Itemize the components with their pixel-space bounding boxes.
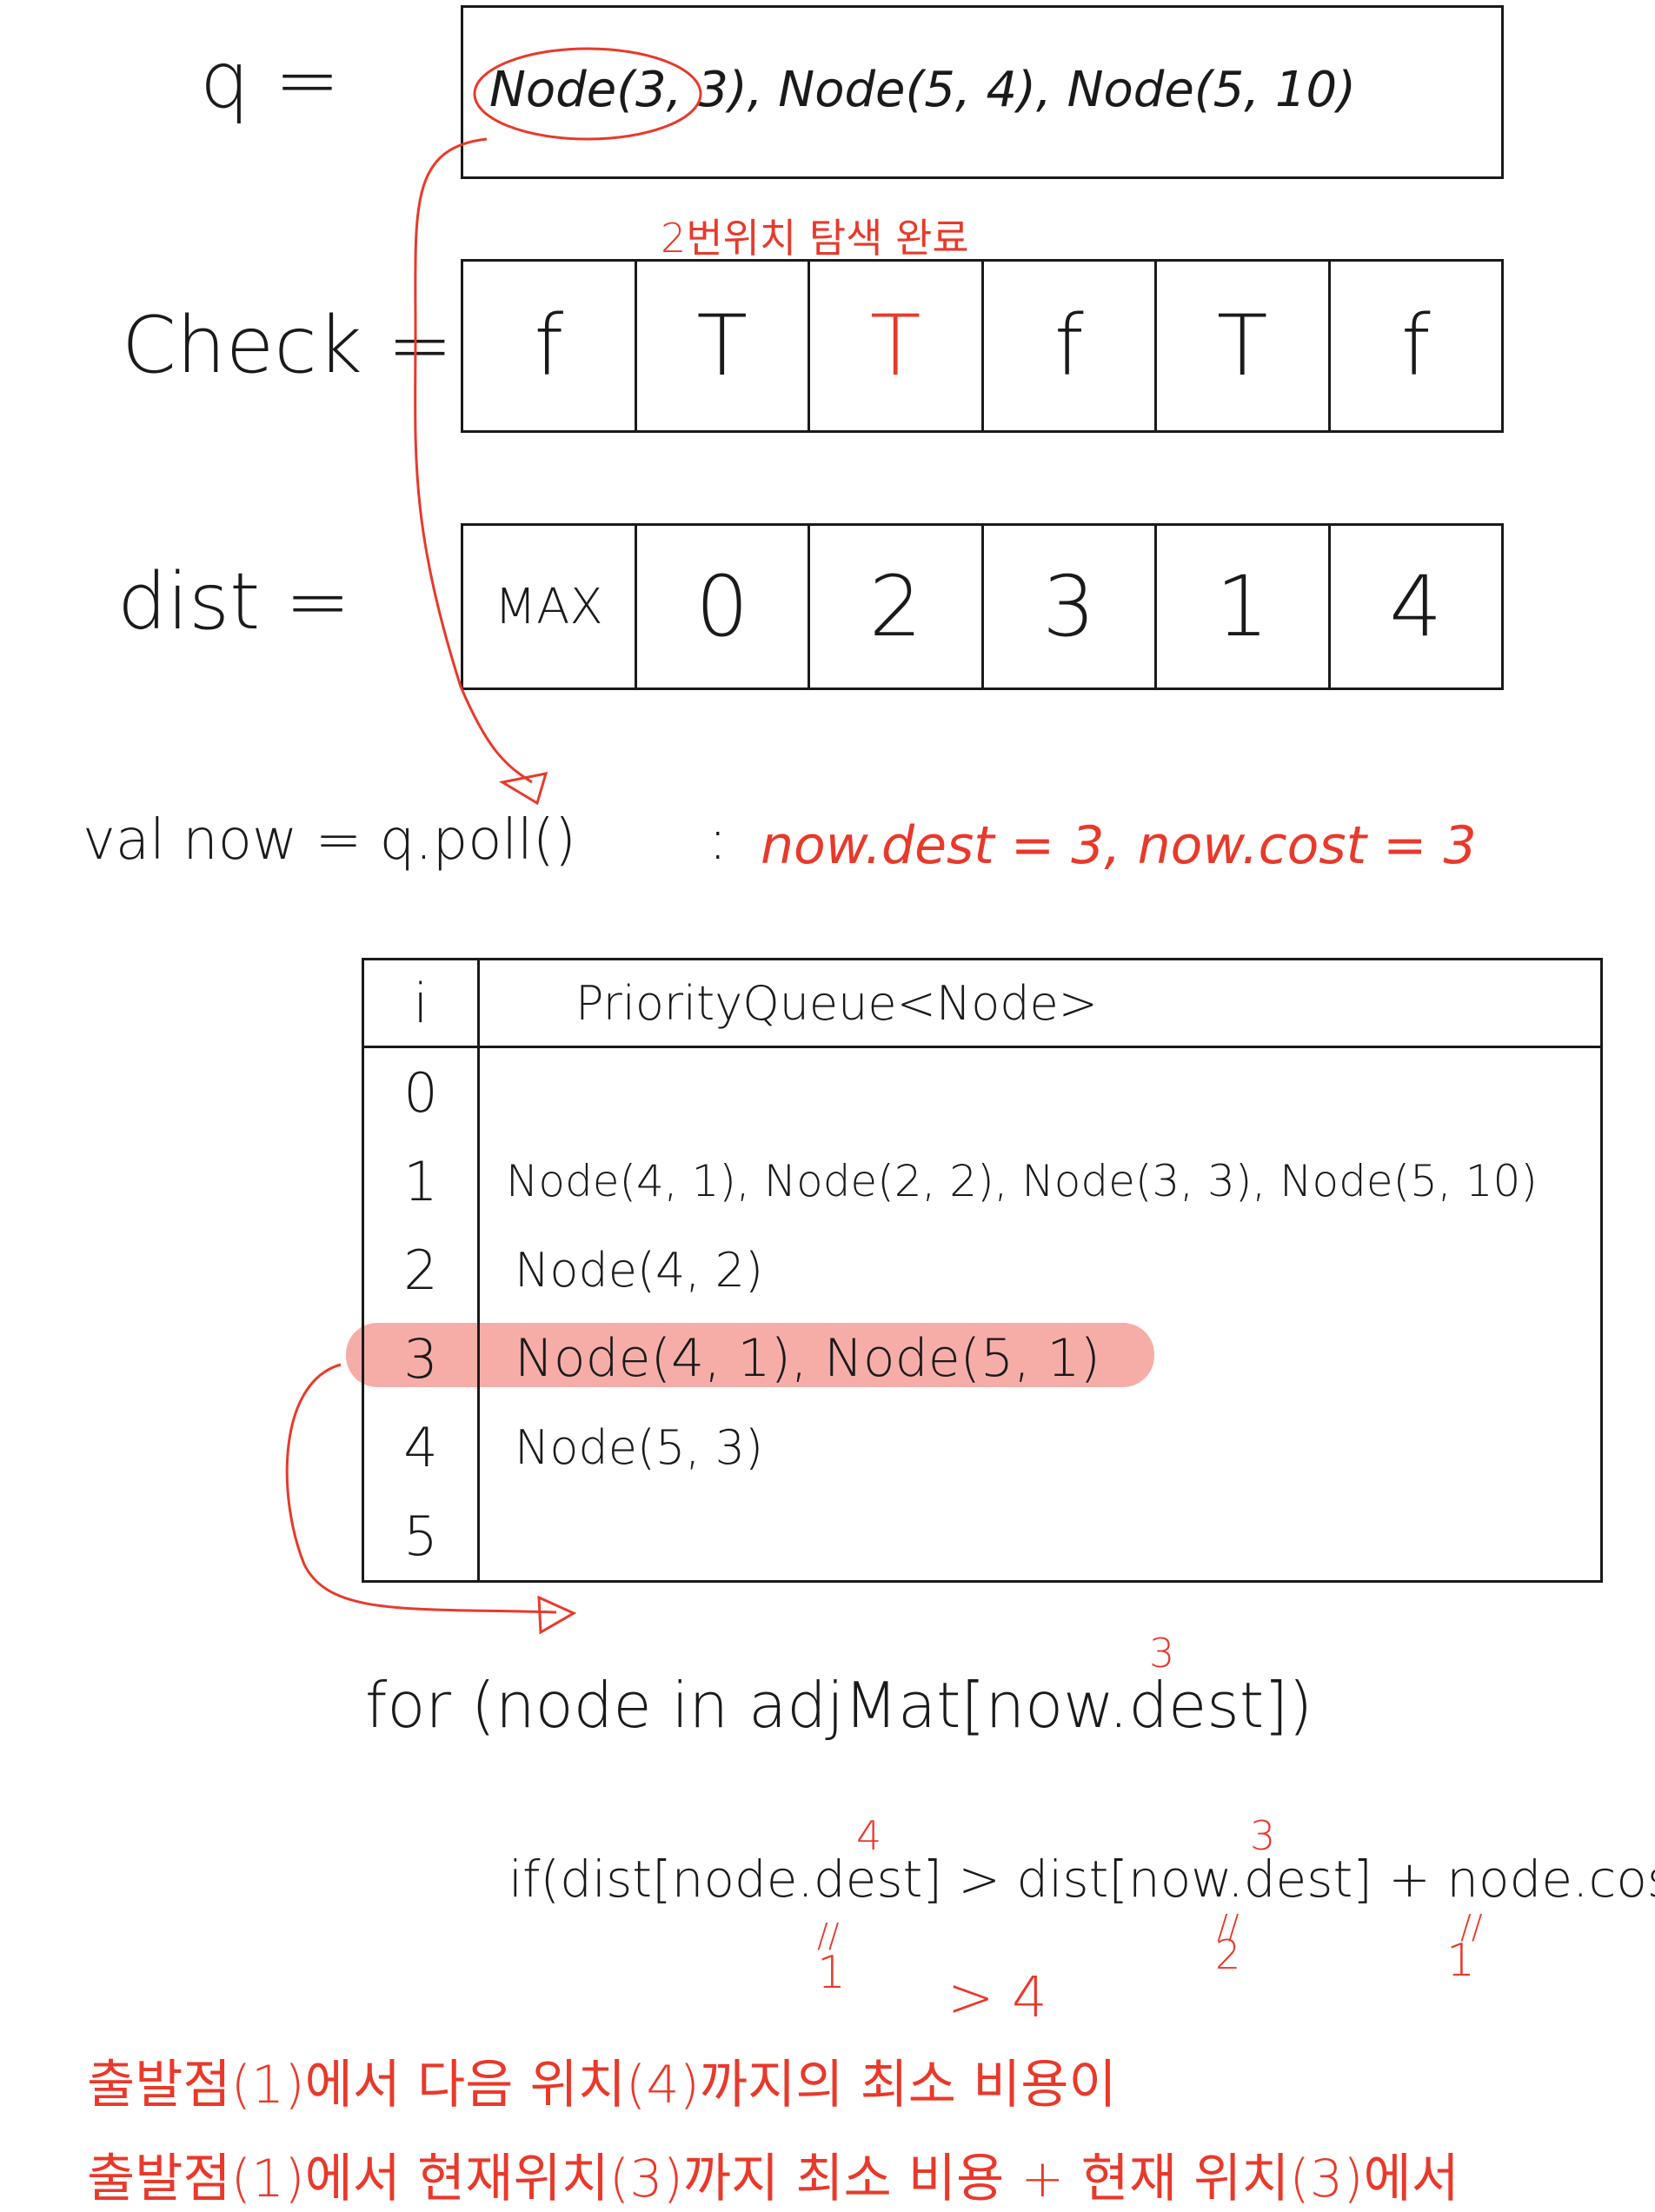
- row3-arrow: [285, 1363, 557, 1614]
- under-right2-eq: //: [1460, 1908, 1483, 1946]
- if-code: if(dist[node.dest] > dist[now.dest] + no…: [508, 1850, 1655, 1909]
- poll-colon: :: [708, 808, 728, 873]
- row-index: 3: [362, 1314, 480, 1403]
- under-left-val: 1: [817, 1947, 847, 1999]
- row-value: Node(4, 2): [477, 1226, 1603, 1314]
- dist-label: dist =: [117, 556, 351, 648]
- row-index: 1: [362, 1137, 480, 1226]
- for-code: for (node in adjMat[now.dest]): [365, 1669, 1313, 1742]
- row-index: 4: [362, 1403, 480, 1491]
- under-right1-eq: //: [1217, 1908, 1240, 1946]
- dist-cell: 3: [980, 526, 1155, 688]
- check-cell: f: [980, 262, 1155, 430]
- table-header-row: i PriorityQueue<Node>: [362, 958, 1603, 1048]
- table-row: 2 Node(4, 2): [362, 1226, 1603, 1314]
- check-cell: T: [1154, 262, 1328, 430]
- dist-cell: 0: [634, 526, 808, 688]
- under-right2-val: 1: [1446, 1935, 1476, 1987]
- poll-arrow: [414, 137, 533, 784]
- row-value: Node(4, 1), Node(5, 1): [477, 1314, 1603, 1403]
- queue-label: q =: [200, 35, 341, 126]
- note-line-1: 출발점(1)에서 다음 위치(4)까지의 최소 비용이: [87, 2055, 1117, 2116]
- queue-box: Node(3, 3), Node(5, 4), Node(5, 10): [461, 5, 1504, 179]
- header-index: i: [362, 958, 480, 1048]
- table-row-highlighted: 3 Node(4, 1), Node(5, 1): [362, 1314, 1603, 1403]
- under-right1-val: 2: [1215, 1931, 1241, 1978]
- row3-arrowhead: [537, 1595, 577, 1635]
- check-cell-highlight: T: [808, 262, 981, 430]
- check-label: Check =: [122, 300, 453, 391]
- dist-cell: MAX: [494, 578, 603, 635]
- row-value: [477, 1046, 1603, 1137]
- row-index: 2: [362, 1226, 480, 1314]
- row-index: 5: [362, 1491, 480, 1583]
- for-annotation: 3: [1149, 1630, 1175, 1677]
- check-note: 2번위치 탐색 완료: [661, 215, 969, 262]
- check-cell: f: [534, 297, 564, 395]
- header-title: PriorityQueue<Node>: [477, 958, 1603, 1048]
- row-index: 0: [362, 1046, 480, 1137]
- row-value: [477, 1491, 1603, 1583]
- dist-cell: 1: [1154, 526, 1328, 688]
- if-annotation-now-dest: 3: [1250, 1812, 1276, 1859]
- priority-queue-table: i PriorityQueue<Node> 0 1 Node(4, 1), No…: [362, 958, 1603, 1583]
- table-row: 0: [362, 1046, 1603, 1137]
- row-value: Node(4, 1), Node(2, 2), Node(3, 3), Node…: [477, 1137, 1603, 1226]
- row-value: Node(5, 3): [477, 1403, 1603, 1491]
- check-array: f T T f T f: [461, 259, 1504, 433]
- poll-note: now.dest = 3, now.cost = 3: [761, 815, 1477, 876]
- dist-cell: 2: [808, 526, 981, 688]
- dist-cell: 4: [1327, 526, 1502, 688]
- under-mid: > 4: [947, 1966, 1047, 2030]
- poll-code: val now = q.poll(): [83, 808, 576, 873]
- check-cell: f: [1327, 262, 1502, 430]
- under-left-eq: //: [817, 1916, 840, 1955]
- if-annotation-node-dest: 4: [856, 1812, 882, 1859]
- poll-target-circle: [473, 47, 702, 141]
- dist-array: MAX 0 2 3 1 4: [461, 523, 1504, 690]
- poll-arrowhead: [498, 772, 548, 806]
- table-row: 5: [362, 1491, 1603, 1583]
- table-row: 4 Node(5, 3): [362, 1403, 1603, 1491]
- check-cell: T: [634, 262, 808, 430]
- table-row: 1 Node(4, 1), Node(2, 2), Node(3, 3), No…: [362, 1137, 1603, 1226]
- queue-contents: Node(3, 3), Node(5, 4), Node(5, 10): [489, 62, 1356, 118]
